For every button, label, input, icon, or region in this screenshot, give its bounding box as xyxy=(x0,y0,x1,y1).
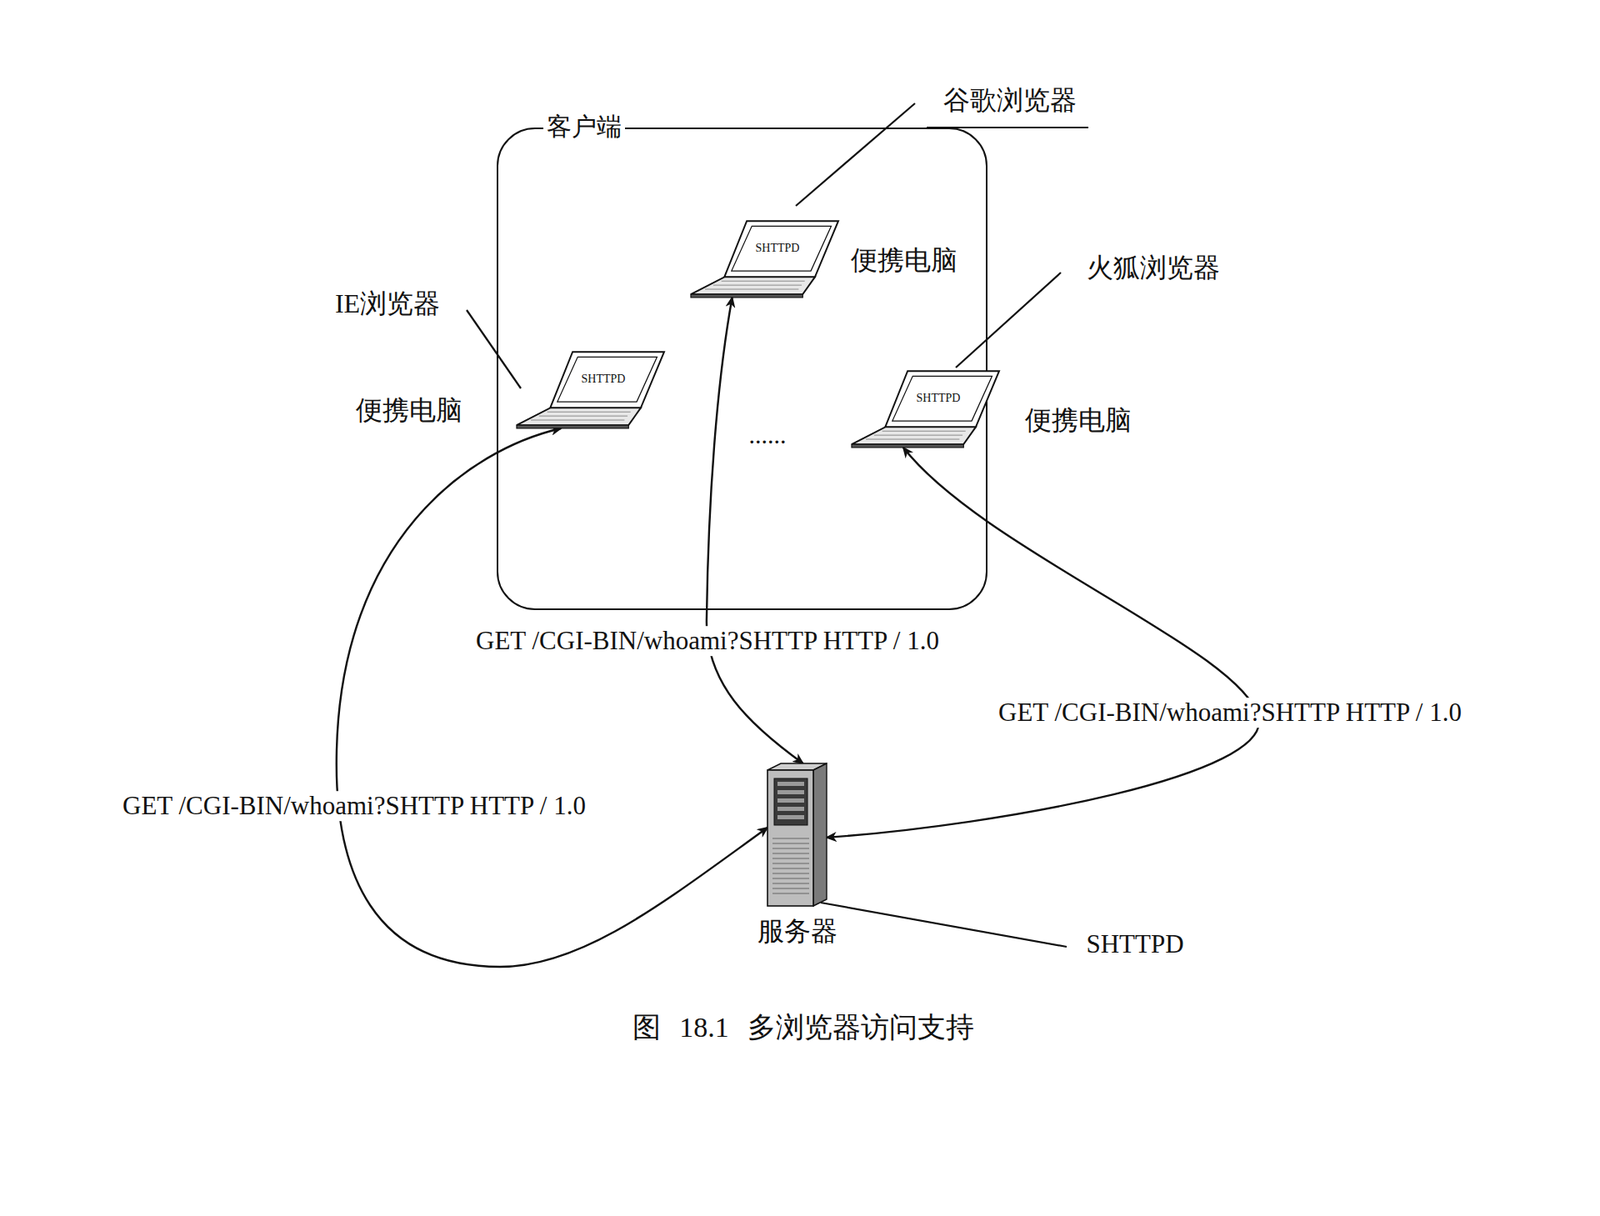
server-label: 服务器 xyxy=(757,915,838,947)
edge-label: GET /CGI-BIN/whoami?SHTTP HTTP / 1.0 xyxy=(995,697,1465,728)
edge-label: GET /CGI-BIN/whoami?SHTTP HTTP / 1.0 xyxy=(473,625,942,656)
server-icon xyxy=(767,763,827,906)
laptop-node: SHTTPD便携电脑 xyxy=(851,370,1000,448)
device-label: 便携电脑 xyxy=(1025,405,1132,436)
region-title: 客户端 xyxy=(543,112,625,142)
edge-label: GET /CGI-BIN/whoami?SHTTP HTTP / 1.0 xyxy=(120,790,589,821)
leader-line xyxy=(955,272,1061,368)
connector xyxy=(336,428,768,967)
screen-text: SHTTPD xyxy=(581,372,626,386)
device-label: 便携电脑 xyxy=(355,395,463,426)
laptop-icon xyxy=(516,351,665,429)
server-node: 服务器 xyxy=(767,763,827,906)
connector xyxy=(706,297,804,764)
label-text: ...... xyxy=(749,420,787,450)
label-text: SHTTPD xyxy=(1085,929,1184,960)
label-text: 火狐浏览器 xyxy=(1086,252,1220,284)
leader-line xyxy=(820,902,1067,947)
figure-caption: 图 18.1 多浏览器访问支持 xyxy=(632,1010,975,1044)
client-region: 客户端SHTTPD便携电脑SHTTPD便携电脑SHTTPD便携电脑 xyxy=(496,127,988,610)
leader-line xyxy=(795,103,915,206)
laptop-icon xyxy=(690,220,839,298)
laptop-node: SHTTPD便携电脑 xyxy=(690,220,839,298)
screen-text: SHTTPD xyxy=(916,391,961,405)
label-text: 谷歌浏览器 xyxy=(943,85,1077,116)
device-label: 便携电脑 xyxy=(850,245,958,276)
label-text: IE浏览器 xyxy=(335,288,440,320)
laptop-icon xyxy=(851,370,1000,448)
laptop-node: SHTTPD便携电脑 xyxy=(516,351,665,429)
screen-text: SHTTPD xyxy=(755,241,800,255)
leader-line xyxy=(466,310,521,389)
